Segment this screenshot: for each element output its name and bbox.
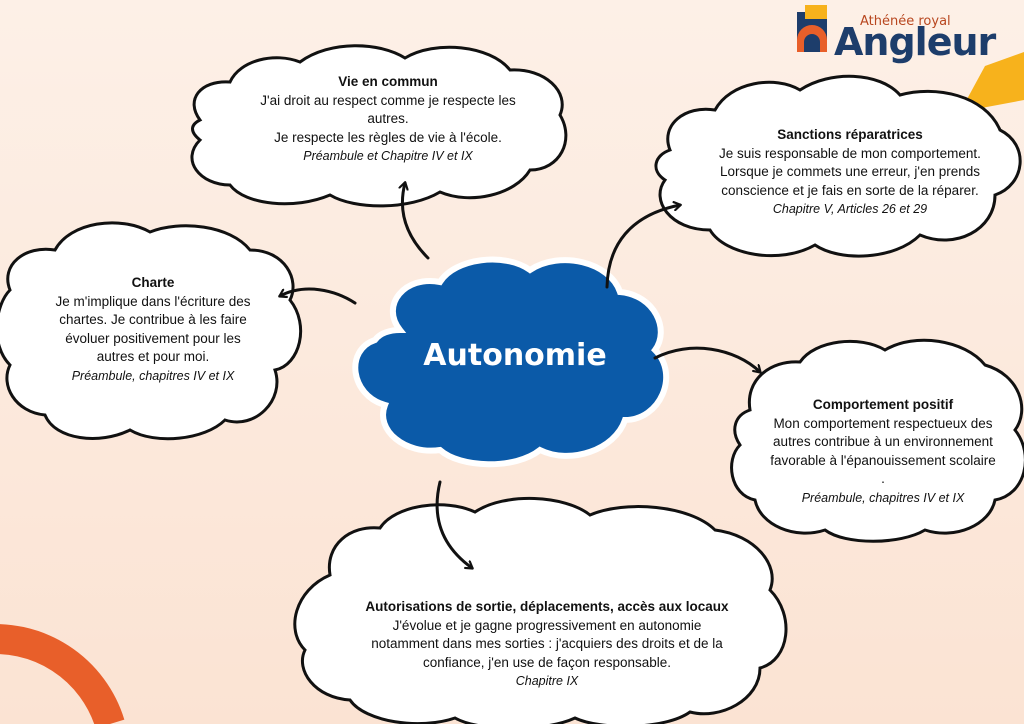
node-charte: Charte Je m'implique dans l'écriture des… (28, 274, 278, 385)
center-title: Autonomie (423, 338, 607, 373)
logo-title: Angleur (834, 20, 996, 64)
node-comportement-line: . (881, 471, 885, 486)
cloud-charte (0, 221, 303, 441)
node-sanctions: Sanctions réparatrices Je suis responsab… (680, 126, 1020, 219)
arrow-to-sanctions (605, 205, 680, 289)
node-charte-line: Je m'implique dans l'écriture des (55, 293, 251, 309)
cloud-comportement (730, 338, 1024, 543)
node-vie-line: Je respecte les règles de vie à l'école. (274, 129, 502, 145)
node-comportement-ref: Préambule, chapitres IV et IX (801, 490, 965, 505)
node-sanctions-line: Lorsque je commets une erreur, j'en pren… (720, 164, 980, 179)
node-comportement-line: autres contribue à un environnement (773, 434, 993, 449)
arrow-to-comportement (653, 346, 760, 372)
node-comportement: Comportement positif Mon comportement re… (738, 396, 1024, 507)
node-autorisations-line: J'évolue et je gagne progressivement en … (392, 617, 702, 633)
node-autorisations-line: notamment dans mes sorties : j'acquiers … (371, 636, 723, 651)
cloud-sanctions (654, 74, 1022, 258)
node-sanctions-ref: Chapitre V, Articles 26 et 29 (772, 202, 928, 216)
node-vie-ref: Préambule et Chapitre IV et IX (303, 149, 473, 163)
node-comportement-line: Mon comportement respectueux des (773, 415, 993, 431)
node-charte-ref: Préambule, chapitres IV et IX (71, 368, 235, 383)
node-autorisations-line: confiance, j'en use de façon responsable… (423, 654, 671, 670)
node-charte-line: autres et pour moi. (96, 349, 210, 364)
node-autorisations-title: Autorisations de sortie, déplacements, a… (365, 599, 729, 614)
node-autorisations-ref: Chapitre IX (515, 674, 579, 688)
orange-arc (0, 624, 125, 724)
node-vie-line: J'ai droit au respect comme je respecte … (260, 92, 516, 108)
node-comportement-line: favorable à l'épanouissement scolaire (770, 452, 996, 468)
cloud-vie (190, 44, 568, 208)
node-vie-line: autres. (367, 111, 409, 126)
node-vie: Vie en commun J'ai droit au respect comm… (228, 73, 548, 166)
node-charte-line: chartes. Je contribue à les faire (59, 312, 247, 327)
node-charte-title: Charte (131, 275, 175, 290)
node-charte-line: évoluer positivement pour les (65, 330, 241, 346)
yellow-stripe (960, 52, 1024, 112)
cloud-autorisations (293, 497, 788, 724)
node-sanctions-line: Je suis responsable de mon comportement. (719, 145, 981, 161)
arrow-to-autorisations (435, 480, 472, 568)
node-sanctions-title: Sanctions réparatrices (777, 127, 923, 142)
node-comportement-title: Comportement positif (812, 397, 954, 412)
cloud-center (352, 256, 670, 468)
node-autorisations: Autorisations de sortie, déplacements, a… (322, 598, 772, 691)
node-sanctions-line: conscience et je fais en sorte de la rép… (721, 182, 979, 198)
arrow-to-charte (280, 287, 357, 305)
arrow-to-vie (402, 183, 430, 260)
node-vie-title: Vie en commun (338, 74, 438, 89)
logo-subtitle: Athénée royal (860, 14, 951, 29)
logo-mark (797, 5, 827, 52)
